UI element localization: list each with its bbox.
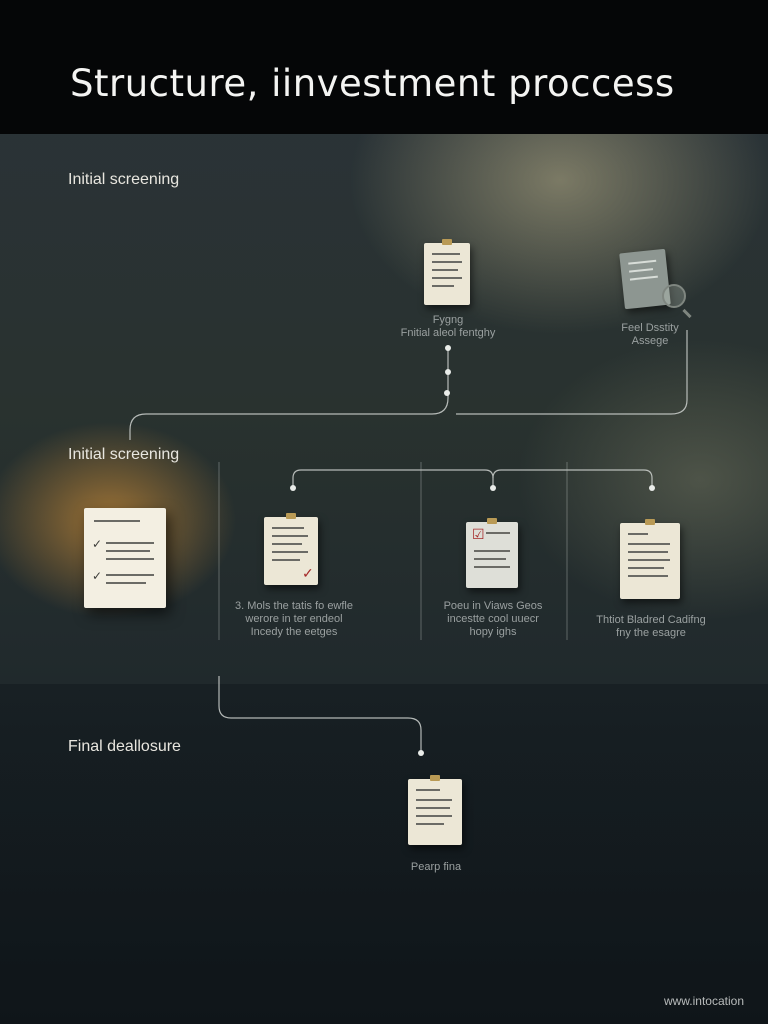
connector-top-to-middle bbox=[129, 348, 449, 440]
node-caption-mid-right: Thtiot Bladred Cadifng fny the esagre bbox=[596, 614, 706, 639]
connector-dot bbox=[490, 485, 496, 491]
connector-dot bbox=[445, 345, 451, 351]
document-icon: ☑ bbox=[466, 518, 518, 588]
node-caption-mid-left: 3. Mols the tatis fo ewfle werore in ter… bbox=[235, 600, 353, 638]
node-caption-top-right: Feel Dsstity Assege bbox=[621, 322, 679, 347]
stage-label-bottom: Final deallosure bbox=[68, 738, 181, 755]
title-bar: Structure, iinvestment proccess bbox=[0, 0, 768, 134]
connector-dot bbox=[290, 485, 296, 491]
background-band bbox=[0, 684, 768, 1024]
magnifier-icon bbox=[662, 284, 686, 308]
checkmark-icon: ☑ bbox=[472, 526, 485, 542]
connector-dot bbox=[418, 750, 424, 756]
document-icon: ✓ bbox=[264, 513, 318, 585]
pin-icon bbox=[442, 239, 452, 245]
node-caption-top-center: Fygng Fnitial aleol fentghy bbox=[400, 314, 496, 339]
stage-label-top: Initial screening bbox=[68, 171, 180, 188]
checkmark-icon: ✓ bbox=[92, 569, 103, 583]
connector-dot bbox=[445, 369, 451, 375]
document-icon bbox=[620, 519, 680, 599]
connector-dot bbox=[649, 485, 655, 491]
node-caption-mid-center: Poeu in Viaws Geos incestte cool uuecr h… bbox=[443, 600, 543, 638]
footer-credit: www.intocation bbox=[663, 994, 744, 1008]
connector-middle-bus-left bbox=[292, 469, 494, 488]
pin-icon bbox=[487, 518, 497, 524]
pin-icon bbox=[645, 519, 655, 525]
connector-middle-bus-right bbox=[492, 469, 653, 488]
pin-icon bbox=[286, 513, 296, 519]
stage-label-middle: Initial screening bbox=[68, 446, 180, 463]
node-caption-bottom: Pearp fina bbox=[410, 861, 462, 873]
checkmark-icon: ✓ bbox=[92, 537, 103, 551]
document-icon bbox=[424, 239, 470, 305]
checklist-document-icon: ✓ ✓ bbox=[84, 508, 166, 608]
connector-dot bbox=[444, 390, 450, 396]
checkmark-icon: ✓ bbox=[302, 565, 314, 581]
document-icon bbox=[408, 775, 462, 845]
connector-right-to-middle bbox=[456, 330, 688, 415]
page-title: Structure, iinvestment proccess bbox=[70, 62, 675, 105]
connector-middle-to-bottom bbox=[218, 676, 422, 752]
pin-icon bbox=[430, 775, 440, 781]
